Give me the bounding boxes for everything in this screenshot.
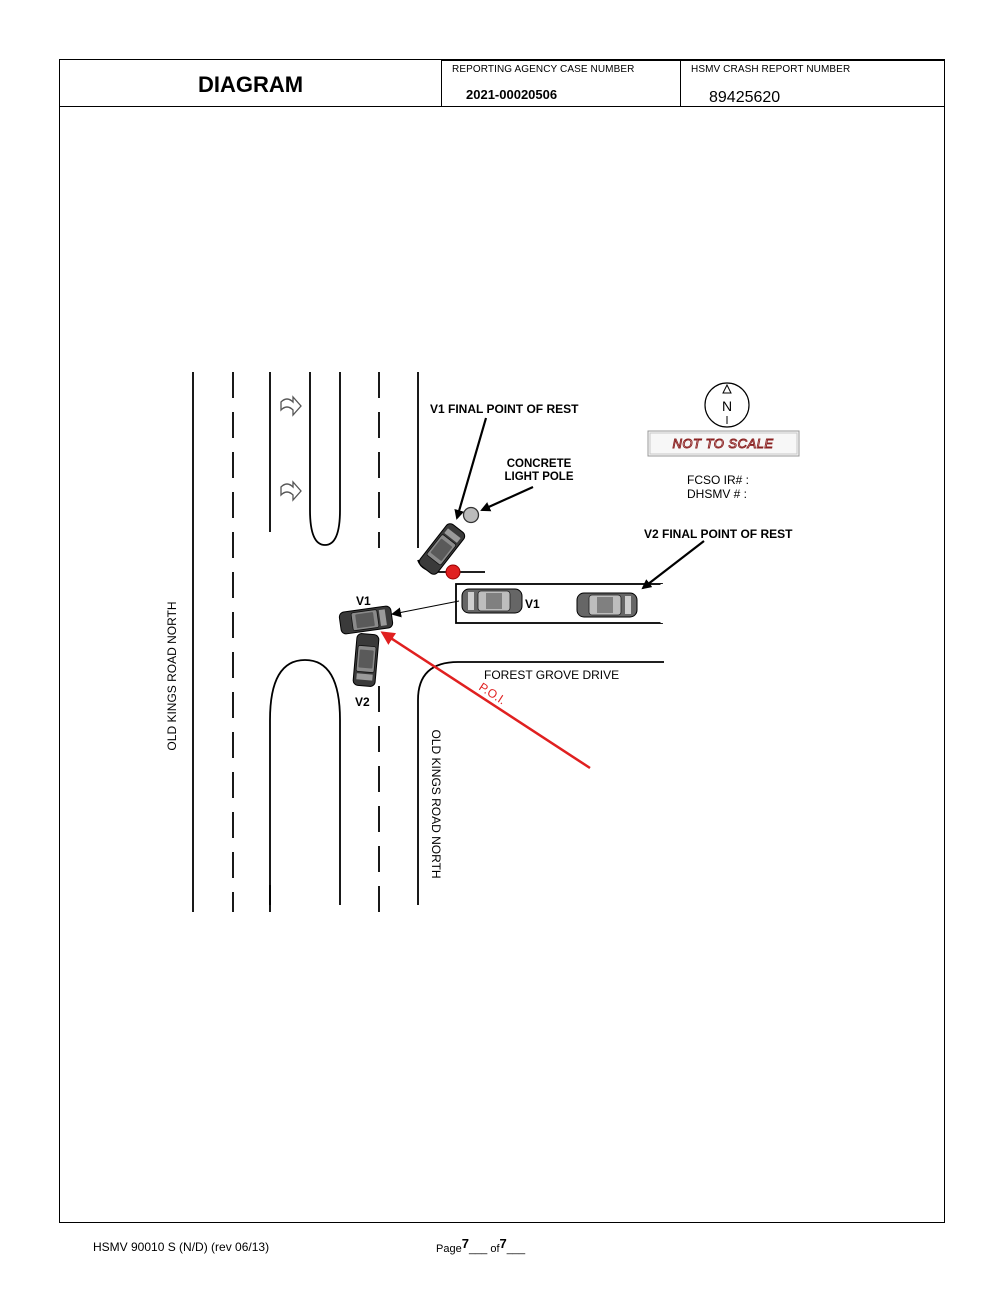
page-current: 7 <box>461 1236 469 1251</box>
hsmv-report-value: 89425620 <box>709 89 781 106</box>
old-kings-road <box>192 372 419 912</box>
v2-impact-vehicle-icon <box>352 632 380 688</box>
agency-case-label: REPORTING AGENCY CASE NUMBER <box>452 64 635 75</box>
v2-final-vehicle-icon <box>576 592 638 618</box>
old-kings-road-left-label: OLD KINGS ROAD NORTH <box>165 601 179 750</box>
v2-impact-label: V2 <box>355 695 370 709</box>
red-pole-marker-icon <box>445 564 461 580</box>
page-title: DIAGRAM <box>197 71 304 97</box>
light-pole-label-2: LIGHT POLE <box>505 471 574 483</box>
agency-case-cell: REPORTING AGENCY CASE NUMBER 2021-000205… <box>441 60 680 106</box>
v1-approach-vehicle-icon <box>461 588 523 614</box>
poi-arrow <box>380 631 591 770</box>
not-to-scale-text: NOT TO SCALE <box>672 436 773 451</box>
light-pole-label-1: CONCRETE <box>507 458 572 470</box>
of-word: of <box>490 1243 500 1255</box>
pointer-arrows <box>391 417 705 618</box>
page-underline-2: ___ <box>506 1243 526 1255</box>
page-word: Page <box>436 1243 462 1255</box>
old-kings-road-right-label: OLD KINGS ROAD NORTH <box>429 729 443 878</box>
compass-letter: N <box>722 398 732 414</box>
form-id: HSMV 90010 S (N/D) (rev 06/13) <box>93 1240 270 1254</box>
compass-icon: N <box>704 382 750 428</box>
header-row: DIAGRAM REPORTING AGENCY CASE NUMBER 202… <box>60 60 945 107</box>
forest-grove-label: FOREST GROVE DRIVE <box>484 668 619 682</box>
fcso-ir-label: FCSO IR# : <box>687 473 749 487</box>
hsmv-report-cell: HSMV CRASH REPORT NUMBER 89425620 <box>680 60 945 106</box>
report-frame: DIAGRAM REPORTING AGENCY CASE NUMBER 202… <box>59 59 945 1223</box>
page-number: Page7___ of7___ <box>436 1236 526 1255</box>
median-north <box>309 372 341 546</box>
page-underline-1: ___ <box>468 1243 491 1255</box>
v2-final-rest-label: V2 FINAL POINT OF REST <box>644 527 793 541</box>
hsmv-report-label: HSMV CRASH REPORT NUMBER <box>691 64 851 75</box>
v1-impact-vehicle-icon <box>338 604 394 636</box>
turn-arrow-icon <box>280 395 302 502</box>
agency-case-value: 2021-00020506 <box>466 87 558 102</box>
dhsmv-label: DHSMV # : <box>687 487 747 501</box>
v1-approach-label: V1 <box>525 597 540 611</box>
concrete-light-pole-icon <box>462 506 480 524</box>
not-to-scale-badge: NOT TO SCALE <box>647 430 800 457</box>
page-total: 7 <box>499 1236 507 1251</box>
median-south <box>269 659 341 905</box>
v1-impact-label: V1 <box>356 594 371 608</box>
v1-final-rest-label: V1 FINAL POINT OF REST <box>430 402 579 416</box>
